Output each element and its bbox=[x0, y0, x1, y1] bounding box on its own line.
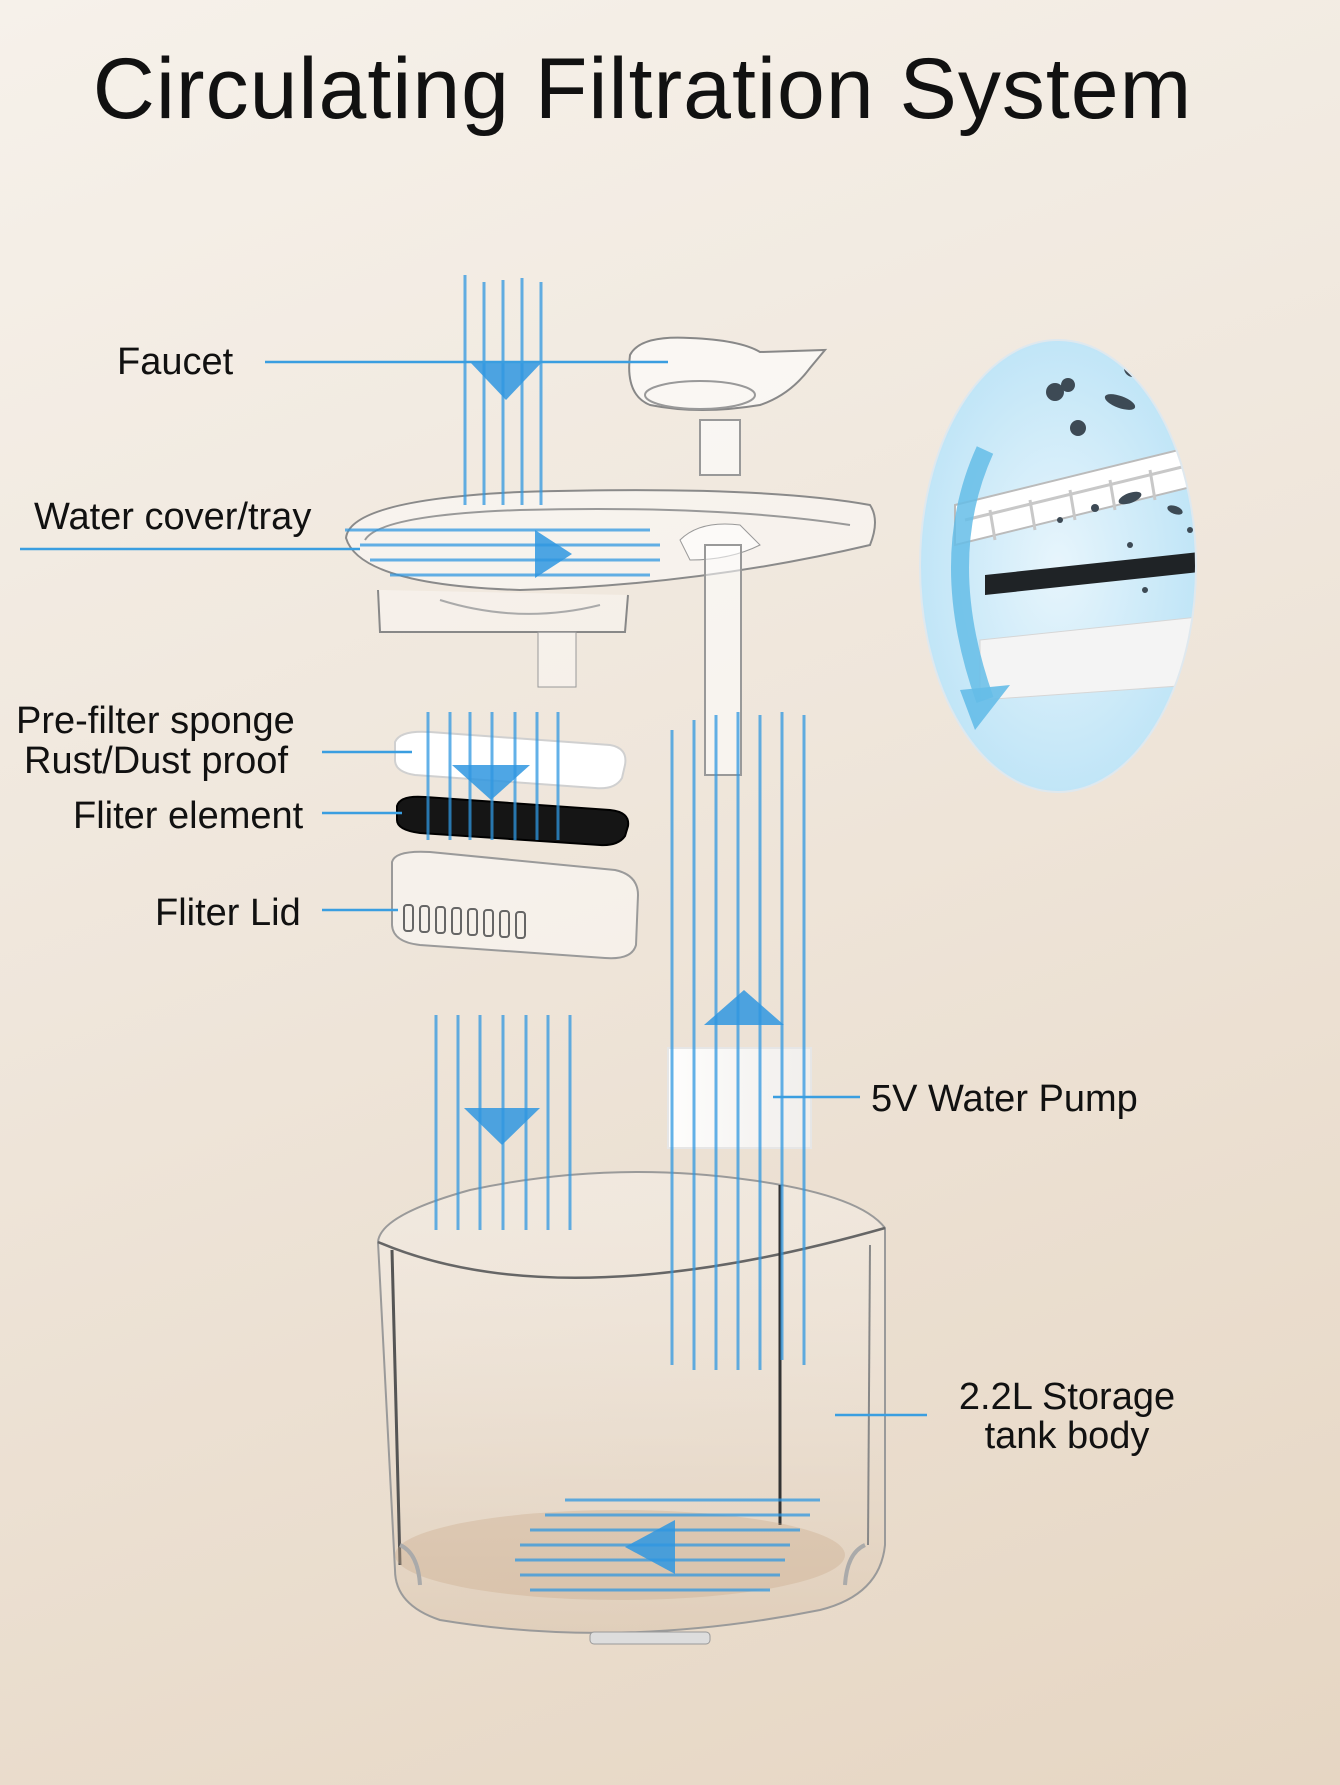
water-cover-tray bbox=[344, 489, 876, 776]
flow-arrows bbox=[452, 362, 784, 1574]
filter-element bbox=[396, 795, 630, 847]
label-water-pump: 5V Water Pump bbox=[871, 1078, 1138, 1120]
label-prefilter-line1: Pre-filter sponge bbox=[16, 700, 295, 742]
label-faucet: Faucet bbox=[117, 341, 234, 383]
filter-magnifier bbox=[919, 339, 1197, 793]
arrow-down-filter bbox=[452, 765, 530, 800]
label-filter-element: Fliter element bbox=[73, 795, 304, 837]
arrow-right-tray bbox=[535, 530, 572, 578]
leader-lines bbox=[20, 360, 927, 1417]
arrow-left-bottom bbox=[625, 1520, 675, 1574]
label-storage-line1: 2.2L Storage bbox=[958, 1376, 1176, 1418]
filter-lid bbox=[391, 850, 640, 960]
arrow-up-pump bbox=[704, 990, 784, 1025]
label-prefilter-line2: Rust/Dust proof bbox=[24, 740, 288, 782]
prefilter-sponge bbox=[394, 730, 627, 790]
arrow-down-lower bbox=[464, 1108, 540, 1145]
flow-lines bbox=[345, 275, 820, 1592]
faucet-part bbox=[628, 336, 828, 476]
arrow-down-top bbox=[470, 362, 542, 400]
label-water-cover: Water cover/tray bbox=[34, 496, 312, 538]
label-filter-lid: Fliter Lid bbox=[155, 892, 301, 934]
storage-tank bbox=[376, 1171, 886, 1645]
label-storage-line2: tank body bbox=[984, 1415, 1150, 1457]
page-title: Circulating Filtration System bbox=[92, 41, 1193, 137]
